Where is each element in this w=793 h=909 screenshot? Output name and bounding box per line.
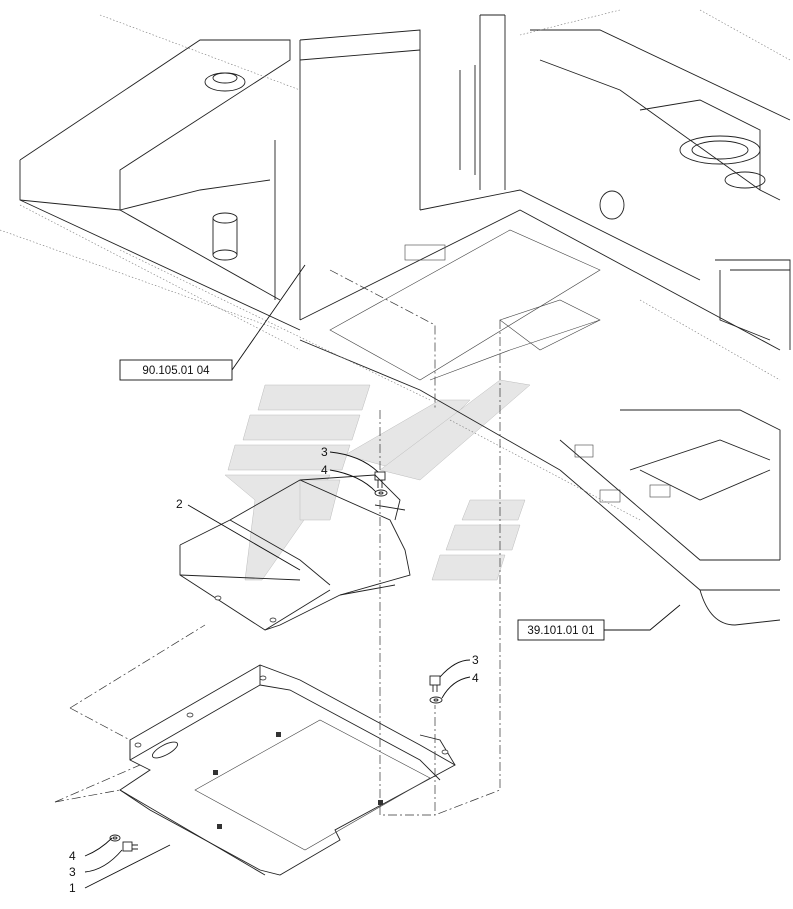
guard-cover (179, 474, 411, 631)
watermark-logo (224, 379, 531, 581)
item-number-4-mid: 4 (472, 671, 479, 685)
reference-label-upper: 90.105.01 04 (142, 365, 210, 377)
bolt-upper-icon (374, 471, 386, 488)
bolt-mid-icon (429, 675, 441, 692)
item-number-3-upper: 3 (321, 445, 328, 459)
reference-label-right: 39.101.01 01 (527, 625, 594, 637)
callout-leaders (84, 264, 681, 889)
washer-mid-icon (429, 696, 443, 704)
reference-box-upper[interactable]: 90.105.01 04 (119, 359, 233, 381)
item-number-2: 2 (176, 497, 183, 511)
washer-lower-icon (109, 834, 121, 842)
bolt-lower-icon (122, 841, 138, 852)
hidden-lines (0, 9, 791, 521)
assembly-lines (54, 269, 501, 816)
washer-upper-icon (374, 489, 388, 497)
item-number-4-lower: 4 (69, 849, 76, 863)
item-number-3-lower: 3 (69, 865, 76, 879)
mounting-plate (119, 664, 456, 876)
item-number-3-mid: 3 (472, 653, 479, 667)
machine-frame (19, 14, 791, 626)
reference-box-right[interactable]: 39.101.01 01 (517, 619, 605, 641)
item-number-1: 1 (69, 881, 76, 895)
item-number-4-upper: 4 (321, 463, 328, 477)
